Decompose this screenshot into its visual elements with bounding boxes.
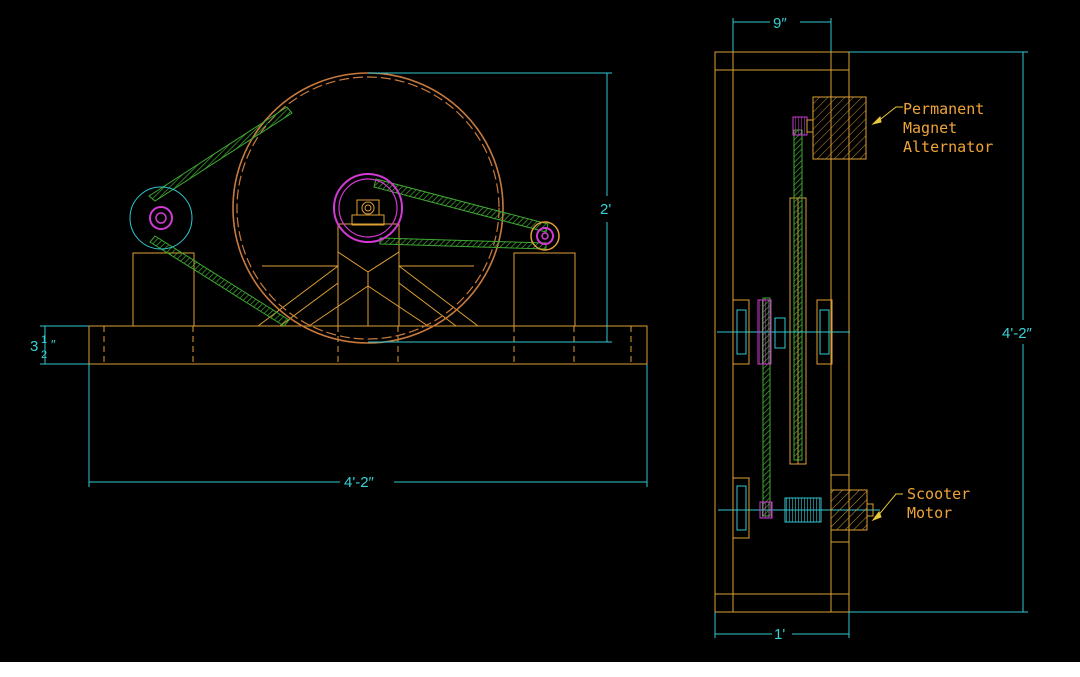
base-plate	[88, 325, 648, 365]
center-stand	[257, 223, 479, 327]
motor-label-line-1: Scooter	[907, 485, 970, 503]
left-pulley	[129, 186, 193, 250]
motor-label-line-2: Motor	[907, 504, 952, 522]
dim-width	[88, 364, 648, 487]
dim-top-9in	[732, 18, 832, 52]
right-pedestal	[513, 252, 576, 327]
dim-base-thickness-whole: 3	[30, 338, 38, 355]
dim-side-height	[849, 51, 1028, 613]
base-hidden-lines	[103, 326, 632, 364]
front-view: 2' 3 1 2 ″ 4'-2″	[30, 72, 648, 491]
left-pedestal	[132, 252, 195, 327]
alternator-label-line-2: Magnet	[903, 119, 957, 137]
dim-bottom-label: 1'	[774, 626, 785, 643]
mid-bearings	[717, 299, 850, 365]
center-pulley	[333, 173, 403, 243]
alternator-label-line-3: Alternator	[903, 138, 993, 156]
dim-height-2ft	[368, 72, 612, 343]
dim-base-thickness-unit: ″	[51, 337, 56, 352]
dim-side-height-label: 4'-2″	[1002, 325, 1033, 342]
dim-width-label: 4'-2″	[344, 474, 375, 491]
right-pulley	[530, 221, 560, 251]
dim-bottom-1ft	[714, 612, 850, 638]
side-view: 9″ 4'-2″ 1'	[714, 15, 1033, 643]
dim-base-thickness	[40, 325, 89, 365]
dim-top-label: 9″	[773, 15, 787, 32]
cad-drawing-canvas: 2' 3 1 2 ″ 4'-2″	[0, 0, 1080, 662]
label-leaders	[871, 106, 903, 522]
dim-height-label: 2'	[600, 201, 611, 218]
lower-assembly	[718, 474, 880, 543]
alternator-label-line-1: Permanent	[903, 100, 984, 118]
cad-drawing: 2' 3 1 2 ″ 4'-2″	[30, 15, 1033, 643]
side-belt-upper	[793, 129, 803, 461]
alternator	[792, 96, 867, 160]
dim-base-thickness-num: 1	[41, 334, 47, 346]
belts	[148, 106, 549, 327]
dim-base-thickness-den: 2	[41, 349, 47, 361]
